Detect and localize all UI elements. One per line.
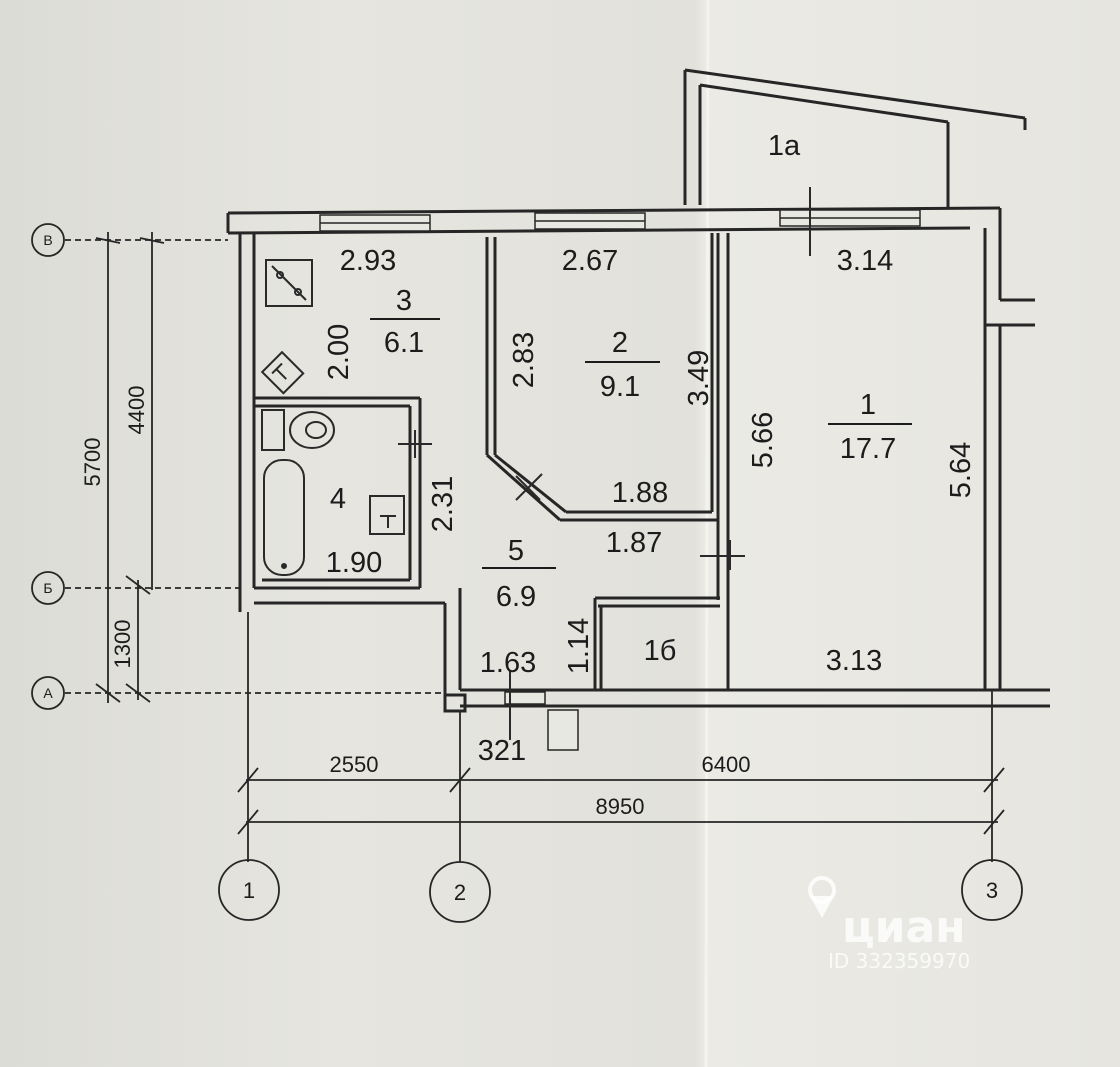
dim-2-31: 2.31: [427, 476, 459, 532]
dim-1-63: 1.63: [480, 647, 536, 679]
axis-bubble-a: [31, 676, 65, 710]
dim-2-93: 2.93: [340, 245, 396, 277]
room-3-area: 6.1: [384, 327, 424, 359]
overall-2550: 2550: [330, 752, 379, 777]
room-1-number: 1: [860, 389, 876, 421]
windows: [319, 209, 921, 751]
room-1b-number: 1б: [644, 635, 677, 667]
room-5-number: 5: [508, 535, 524, 567]
door-opening: [504, 691, 546, 705]
overall-6400: 6400: [702, 752, 751, 777]
dim-2-67: 2.67: [562, 245, 618, 277]
dim-3-49: 3.49: [683, 350, 715, 406]
axis-bubble-2: [429, 861, 491, 923]
axis-bubble-v: [31, 223, 65, 257]
paper-fold: [704, 0, 710, 1067]
axis-bubble-b: [31, 571, 65, 605]
dim-1-14: 1.14: [563, 618, 595, 674]
watermark-id: ID 332359970: [828, 949, 970, 973]
dimension-lines: [31, 223, 1023, 923]
dim-5-66: 5.66: [747, 412, 779, 468]
dim-321: 321: [478, 735, 526, 767]
overall-8950: 8950: [596, 794, 645, 819]
overall-4400: 4400: [124, 386, 149, 435]
overall-5700: 5700: [80, 438, 105, 487]
stove-icon: [265, 259, 313, 307]
dim-5-64: 5.64: [945, 442, 977, 498]
bathtub-icon: [263, 459, 305, 576]
overall-1300: 1300: [110, 620, 135, 669]
toilet-tank-icon: [261, 409, 285, 451]
sink-icon: [260, 350, 305, 395]
axis-label-3: 3: [986, 878, 998, 903]
dim-1-87: 1.87: [606, 527, 662, 559]
dim-2-83: 2.83: [508, 332, 540, 388]
room-2-area: 9.1: [600, 371, 640, 403]
dim-2-00: 2.00: [323, 324, 355, 380]
dim-3-13: 3.13: [826, 645, 882, 677]
axis-bubble-3: [961, 859, 1023, 921]
room-3-number: 3: [396, 285, 412, 317]
axis-label-b: Б: [43, 580, 52, 596]
toilet-icon: [289, 411, 335, 449]
washbasin-icon: [369, 495, 405, 535]
room-2-number: 2: [612, 327, 628, 359]
dim-1-90: 1.90: [326, 547, 382, 579]
watermark-brand: циан: [842, 902, 966, 953]
dim-3-14: 3.14: [837, 245, 893, 277]
watermark: циан ID 332359970: [808, 876, 970, 973]
entrance-door: [547, 709, 579, 751]
walls: [226, 68, 1050, 713]
axis-label-a: А: [43, 685, 53, 701]
axis-bubble-1: [218, 859, 280, 921]
room-1-area: 17.7: [840, 433, 896, 465]
axis-label-v: В: [43, 232, 52, 248]
room-5-area: 6.9: [496, 581, 536, 613]
axis-label-1: 1: [243, 878, 255, 903]
axis-label-2: 2: [454, 880, 466, 905]
room-4-number: 4: [330, 483, 346, 515]
dim-1-88: 1.88: [612, 477, 668, 509]
room-1a-number: 1a: [768, 130, 801, 162]
